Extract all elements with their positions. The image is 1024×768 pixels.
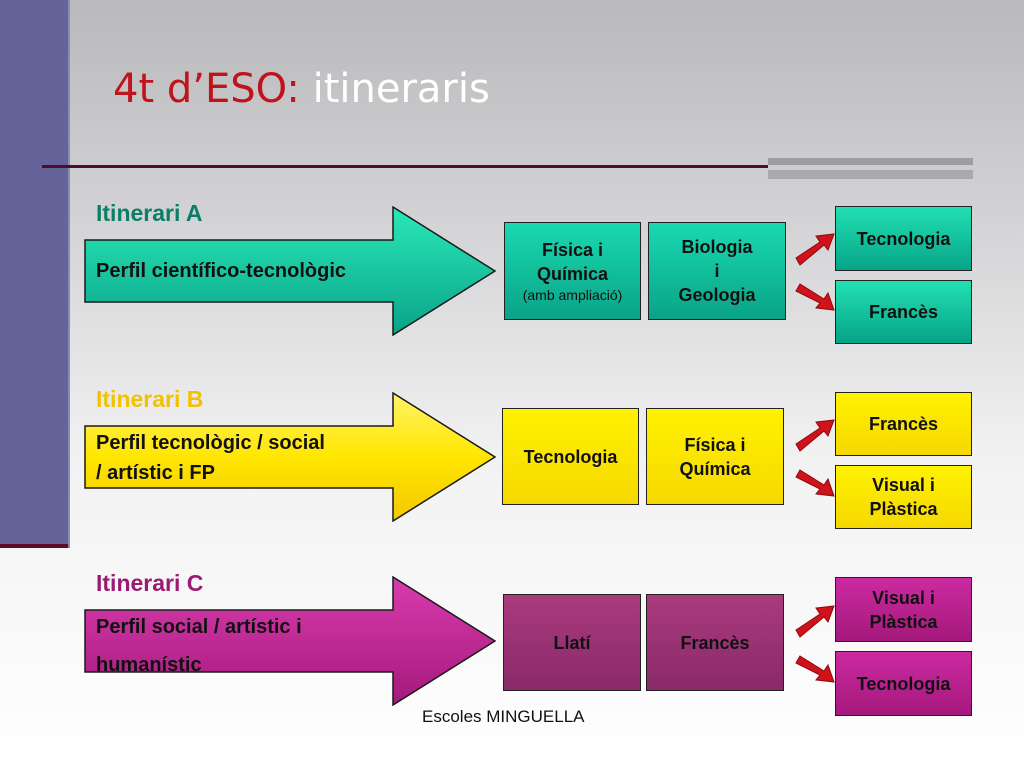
itinerary-a-fork-arrows: [795, 233, 835, 311]
itinerary-c-profile-line-1: Perfil social / artístic i: [96, 616, 302, 638]
fork-arrow-up-icon: [795, 605, 835, 638]
subject-line: Tecnologia: [523, 446, 618, 467]
itinerary-c-option-1: Visual i Plàstica: [835, 577, 972, 642]
subject-note: (amb ampliació): [522, 287, 623, 303]
itinerary-c-arrow-shape: [84, 576, 496, 706]
itinerary-c-profile-arrow: Perfil social / artístic i humanístic: [84, 576, 496, 706]
subject-line: Geologia: [678, 285, 756, 305]
divider-accent-light: [768, 170, 973, 179]
subject-line: Química: [679, 458, 751, 479]
itinerary-b-profile-text: Perfil tecnològic / social / artístic i …: [96, 428, 325, 488]
itinerary-b-arrow-shape: [84, 392, 496, 522]
fork-arrow-down-icon: [795, 469, 835, 497]
option-text: Tecnologia: [856, 673, 951, 694]
subject-line: Química: [536, 264, 609, 284]
itinerary-c-profile-line-2: humanístic: [96, 654, 202, 676]
itinerary-b-profile-line-2: / artístic i FP: [96, 462, 215, 484]
itinerary-b-subject-2: Física i Química: [646, 408, 784, 505]
subject-line: i: [714, 261, 720, 281]
fork-arrow-up-icon: [795, 233, 835, 266]
subject-line: Física i: [541, 240, 604, 260]
option-text: Francès: [868, 302, 939, 322]
itinerary-a-option-2: Francès: [835, 280, 972, 344]
sidebar-band: [0, 0, 70, 548]
itinerary-a-label: Itinerari A: [96, 200, 203, 227]
itinerary-a-profile-arrow: Perfil científico-tecnològic: [84, 206, 496, 336]
subject-line: Francès: [680, 632, 750, 653]
divider-accent-dark: [768, 158, 973, 165]
fork-arrow-up-icon: [795, 419, 835, 452]
itinerary-b-fork-arrows: [795, 419, 835, 497]
itinerary-b-label: Itinerari B: [96, 386, 203, 413]
option-text: Visual i Plàstica: [869, 475, 938, 519]
itinerary-a-profile-text: Perfil científico-tecnològic: [96, 256, 346, 286]
slide-title-suffix: itineraris: [312, 66, 490, 112]
itinerary-b-option-1: Francès: [835, 392, 972, 456]
itinerary-a-option-1: Tecnologia: [835, 206, 972, 271]
itinerary-b-profile-arrow: Perfil tecnològic / social / artístic i …: [84, 392, 496, 522]
footer-credit: Escoles MINGUELLA: [422, 707, 585, 726]
itinerary-b-label-text: Itinerari B: [96, 386, 204, 412]
slide-title: 4t d’ESO: itineraris: [113, 66, 490, 112]
sidebar-bottom-rule: [0, 544, 68, 548]
subject-line: Llatí: [553, 632, 591, 653]
slide-title-prefix: 4t d’ESO:: [113, 66, 300, 112]
subject-line: Biologia: [681, 237, 753, 257]
itinerary-c-subject-2: Francès: [646, 594, 784, 691]
option-text: Visual i Plàstica: [869, 587, 938, 632]
itinerary-b-profile-line-1: Perfil tecnològic / social: [96, 432, 325, 454]
itinerary-c-label-text: Itinerari C: [96, 570, 204, 596]
itinerary-c-fork-arrows: [795, 605, 835, 683]
itinerary-a-profile-line-1: Perfil científico-tecnològic: [96, 260, 347, 282]
title-divider-line: [42, 165, 768, 168]
itinerary-c-label: Itinerari C: [96, 570, 203, 597]
itinerary-a-subject-2: Biologia i Geologia: [648, 222, 786, 320]
itinerary-c-subject-1: Llatí: [503, 594, 641, 691]
option-text: Francès: [868, 414, 939, 434]
itinerary-a-label-text: Itinerari A: [96, 200, 203, 226]
fork-arrow-down-icon: [795, 283, 835, 311]
subject-line: Física i: [684, 434, 746, 455]
itinerary-a-arrow-shape: [84, 206, 496, 336]
itinerary-a-subject-1: Física i Química (amb ampliació): [504, 222, 641, 320]
itinerary-b-subject-1: Tecnologia: [502, 408, 639, 505]
itinerary-c-profile-text: Perfil social / artístic i humanístic: [96, 608, 302, 684]
fork-arrow-down-icon: [795, 655, 835, 683]
option-text: Tecnologia: [856, 228, 951, 249]
itinerary-c-option-2: Tecnologia: [835, 651, 972, 716]
itinerary-b-option-2: Visual i Plàstica: [835, 465, 972, 529]
